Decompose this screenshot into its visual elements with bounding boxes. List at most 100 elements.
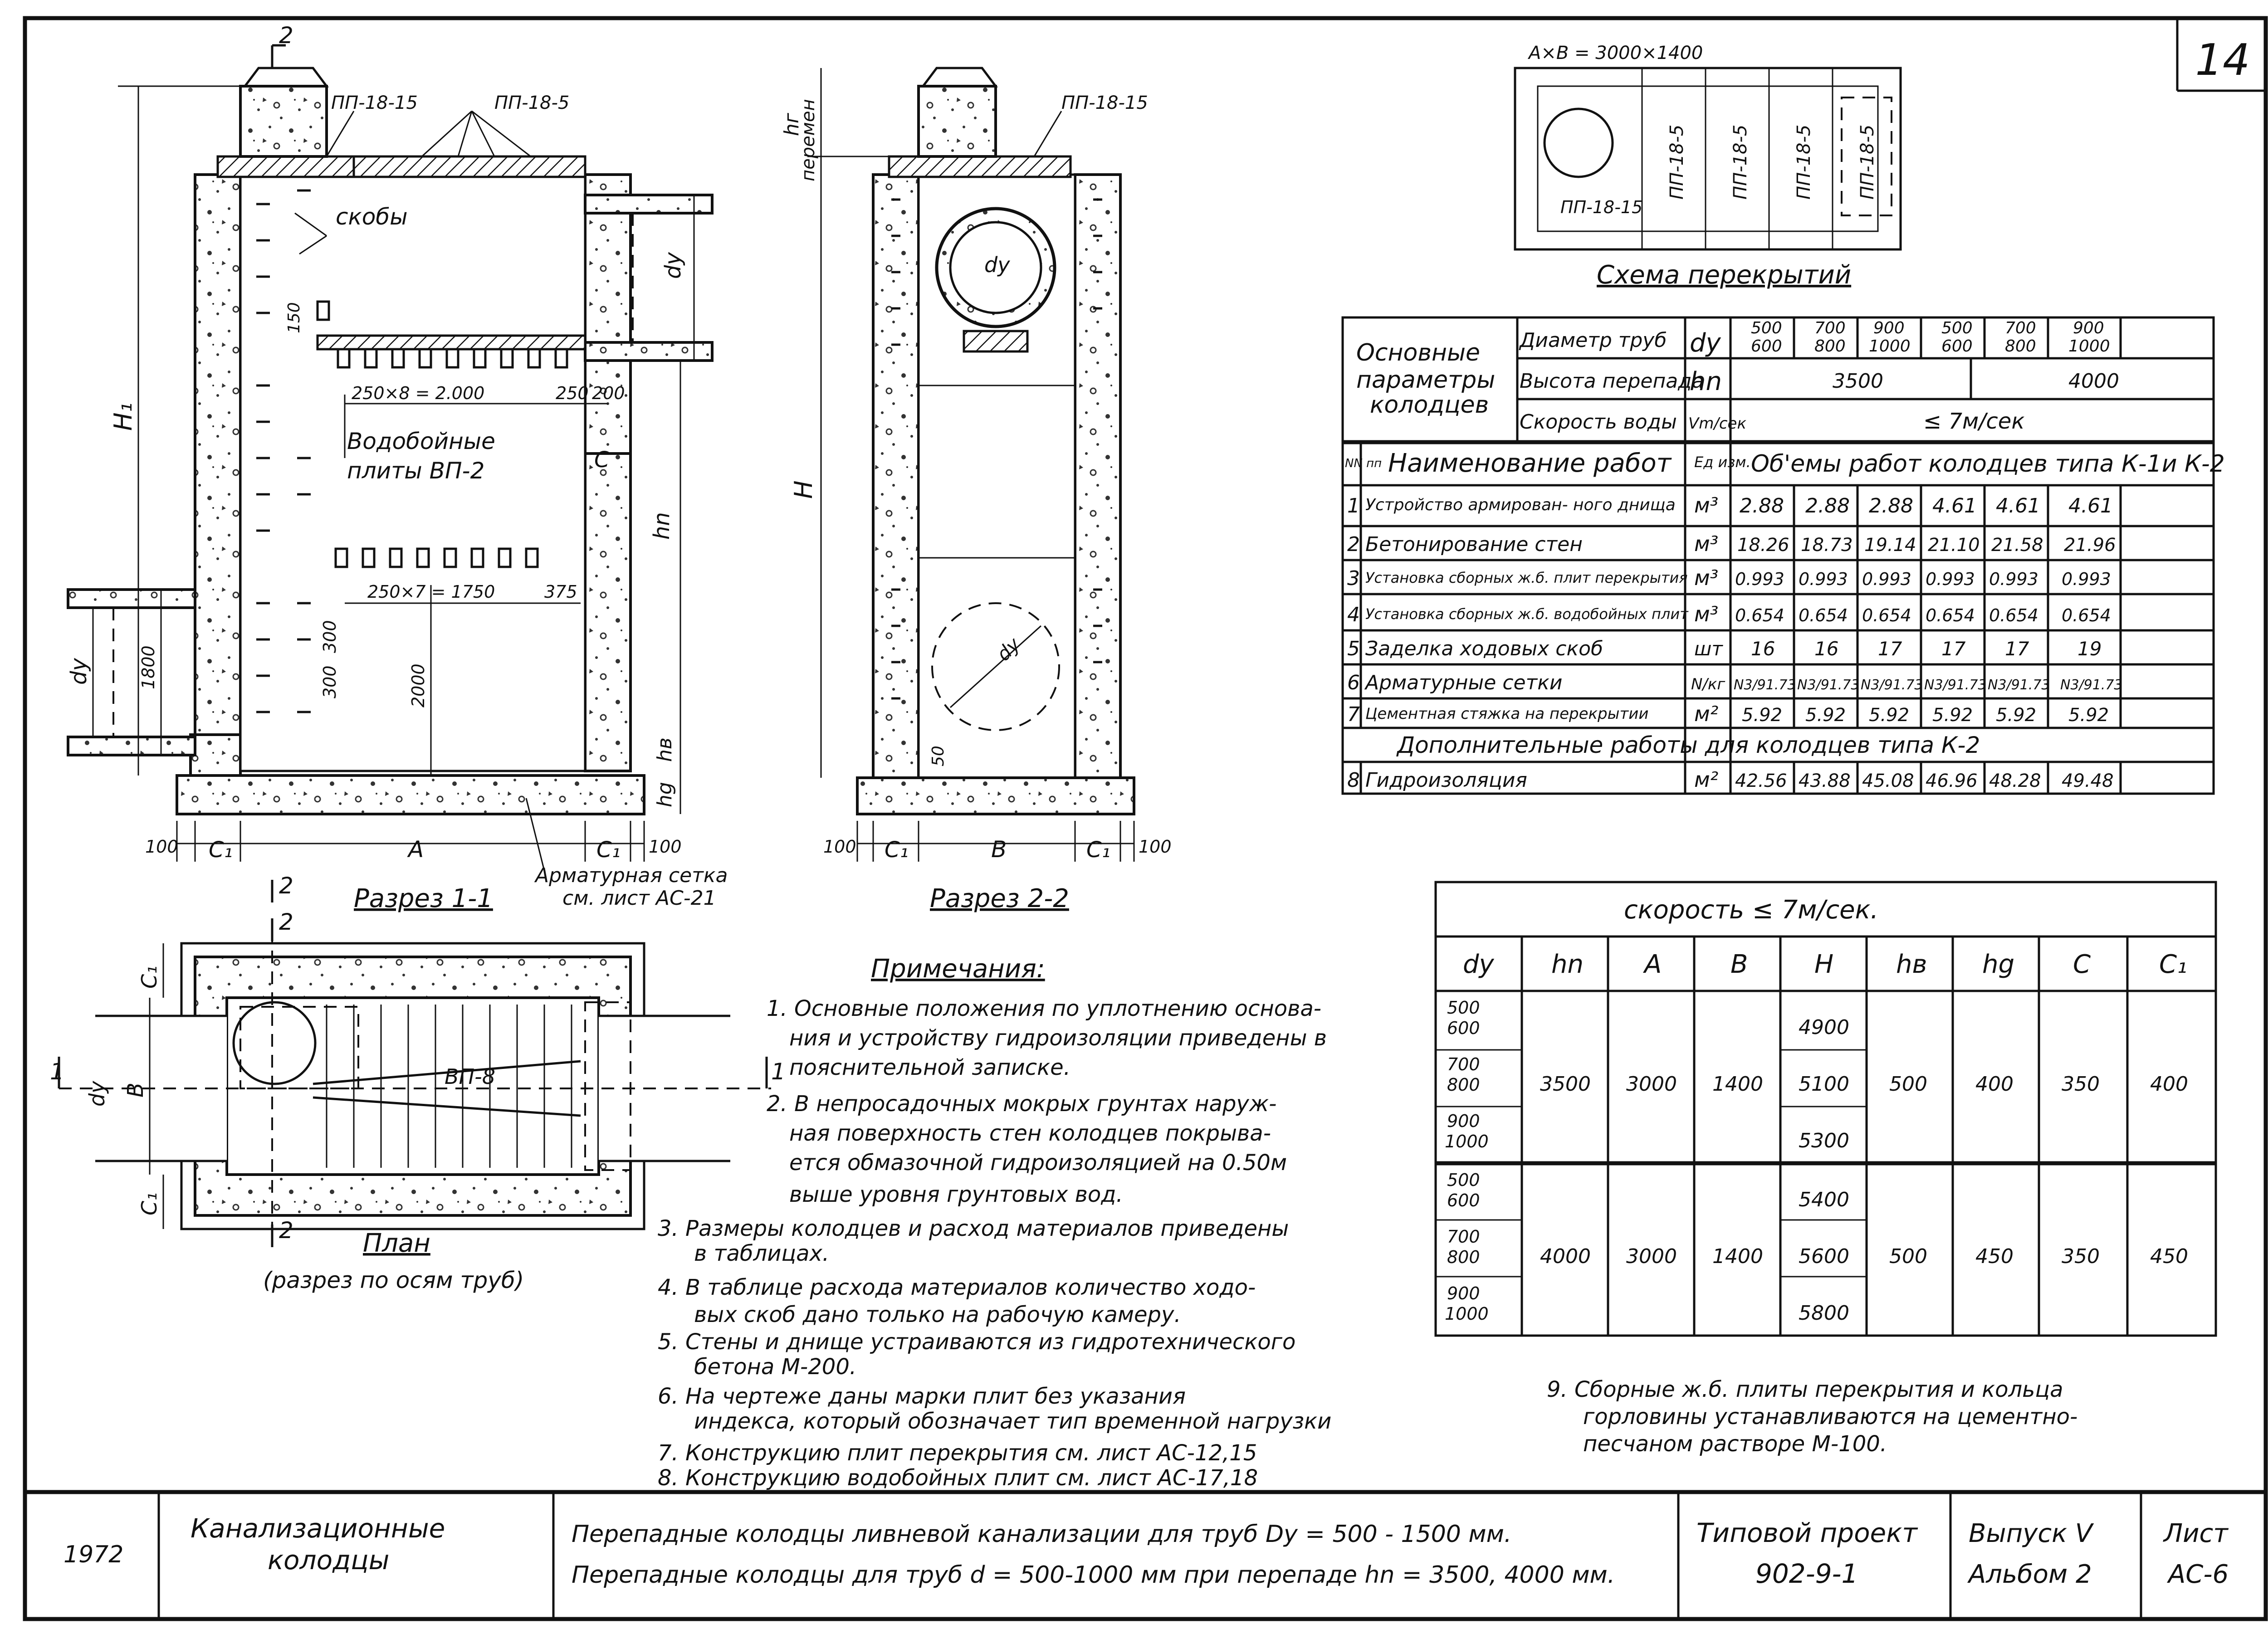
dims-h-hn: hn [1551, 950, 1584, 979]
section-1-neck [239, 85, 328, 158]
notes-title: Примечания: [871, 954, 1045, 984]
extra-v4: 48.28 [1989, 771, 2041, 791]
label-50: 50 [929, 746, 948, 766]
row-2-v3: 21.10 [1928, 535, 1980, 556]
row-7-v4: 5.92 [1996, 705, 2036, 726]
tb-project-2: 902-9-1 [1755, 1558, 1858, 1589]
param-hn-4000: 4000 [2068, 370, 2119, 393]
row-3-v4: 0.993 [1989, 569, 2038, 589]
g2-c: 350 [2062, 1245, 2100, 1268]
pv-4-b: 800 [2005, 337, 2036, 356]
note-line-7: 3. Размеры колодцев и расход материалов … [658, 1216, 1289, 1241]
row-3-name: Установка сборных ж.б. плит перекрытия [1365, 569, 1688, 586]
leader-slab-a [326, 111, 355, 157]
g1-a: 3000 [1626, 1073, 1677, 1096]
section-2-wall-left [872, 173, 920, 779]
extra-v1: 43.88 [1799, 771, 1851, 791]
label-200: 200 [592, 383, 625, 403]
note9-line-0: 9. Сборные ж.б. плиты перекрытия и кольц… [1547, 1377, 2063, 1402]
section-1-title: Разрез 1-1 [354, 884, 493, 913]
plan-b: B [123, 1083, 148, 1097]
g1-dy0a: 500 [1447, 998, 1480, 1018]
row-2-v4: 21.58 [1991, 535, 2043, 556]
label-a: A [407, 836, 424, 863]
sheet-number: 14 [2195, 35, 2250, 85]
leader-slab-b2 [457, 111, 473, 157]
label-100-right-2: 100 [1139, 837, 1172, 857]
row-5-v2: 17 [1878, 638, 1902, 660]
label-c1-left-2: C₁ [885, 837, 909, 863]
plan-marker-bottom: 2 [279, 1217, 293, 1244]
cover-scheme: A×B = 3000×1400 ПП-18-15 ПП-18-5 ПП-18-5… [1514, 43, 1902, 290]
row-7-v0: 5.92 [1742, 705, 1782, 726]
row-7-unit: м² [1694, 702, 1718, 726]
g1-dy2b: 1000 [1445, 1132, 1489, 1151]
label-slab-2: ПП-18-15 [1061, 93, 1148, 113]
row-6-unit: N/кг [1691, 675, 1725, 693]
note-line-2: пояснительной записке. [789, 1055, 1070, 1080]
plan-dy: dy [85, 1081, 109, 1107]
param-speed: ≤ 7м/сек [1923, 409, 2024, 434]
step-irons [256, 189, 311, 713]
dims-h-c1: C₁ [2159, 950, 2187, 979]
g2-a: 3000 [1626, 1245, 1677, 1268]
label-c1-right: C₁ [596, 837, 621, 863]
label-2000: 2000 [408, 663, 428, 707]
row-3-v2: 0.993 [1862, 569, 1911, 589]
g2-dy2a: 900 [1447, 1283, 1480, 1303]
row-4-unit: м³ [1694, 602, 1718, 626]
g2-c1: 450 [2150, 1245, 2188, 1268]
plan-pipe-left [95, 1016, 227, 1161]
row-4-v0: 0.654 [1735, 605, 1784, 625]
row-6-v4: N3/91.73 [1988, 677, 2050, 693]
pv-0-b: 600 [1751, 337, 1782, 356]
tb-year: 1972 [64, 1541, 123, 1568]
row-1-unit: м³ [1694, 493, 1718, 517]
row-1-v4: 4.61 [1996, 494, 2040, 517]
label-dy-left: dy [66, 658, 92, 685]
row-6-v2: N3/91.73 [1861, 677, 1923, 693]
g1-b: 1400 [1712, 1073, 1763, 1096]
g1-h2: 5300 [1799, 1129, 1849, 1152]
col-unit: Ед изм. [1694, 454, 1751, 471]
tb-title-1: Перепадные колодцы ливневой канализации … [572, 1521, 1511, 1548]
extra-header: Дополнительные работы для колодцев типа … [1396, 732, 1980, 758]
extra-v0: 42.56 [1735, 771, 1787, 791]
row-4-n: 4 [1347, 603, 1360, 626]
leader-steps-2 [299, 235, 327, 255]
row-6-v3: N3/91.73 [1924, 677, 1987, 693]
pv-4-a: 700 [2005, 319, 2036, 337]
leader-slab-b3 [471, 111, 495, 157]
pv-2-b: 1000 [1869, 337, 1911, 356]
section-2-steps [891, 198, 1102, 700]
g2-b: 1400 [1712, 1245, 1763, 1268]
g1-hn: 3500 [1540, 1073, 1591, 1096]
row-1-v3: 4.61 [1932, 494, 1977, 517]
tgh-1: Основные [1356, 339, 1480, 366]
extra-row-n: 8 [1347, 769, 1360, 792]
row-1-v0: 2.88 [1740, 494, 1784, 517]
label-100-right: 100 [649, 837, 682, 857]
dims-h-b: B [1730, 950, 1748, 979]
label-250: 250 [556, 383, 589, 403]
note-line-3: 2. В непросадочных мокрых грунтах наруж- [767, 1091, 1276, 1117]
cover-slab-5: ПП-18-5 [1857, 125, 1878, 200]
note-line-10: вых скоб дано только на рабочую камеру. [694, 1302, 1181, 1327]
g1-dy2a: 900 [1447, 1111, 1480, 1131]
dims-h-h: H [1814, 950, 1833, 979]
row-4-v3: 0.654 [1926, 605, 1975, 625]
plan-c1-bottom: C₁ [137, 1192, 161, 1215]
cover-slab-3: ПП-18-5 [1730, 125, 1751, 200]
row-2-v0: 18.26 [1737, 535, 1789, 556]
row-7-v2: 5.92 [1869, 705, 1909, 726]
cover-inner [1537, 85, 1879, 232]
row-7-n: 7 [1347, 703, 1360, 726]
label-375: 375 [544, 582, 577, 602]
section-1-wall-left [194, 173, 242, 772]
param-unit-2: Vm/сек [1688, 415, 1746, 433]
label-dy-right: dy [660, 252, 686, 279]
tb-category-2: колодцы [268, 1545, 389, 1575]
g1-hg: 400 [1975, 1073, 2014, 1096]
pv-5-a: 900 [2073, 319, 2104, 337]
